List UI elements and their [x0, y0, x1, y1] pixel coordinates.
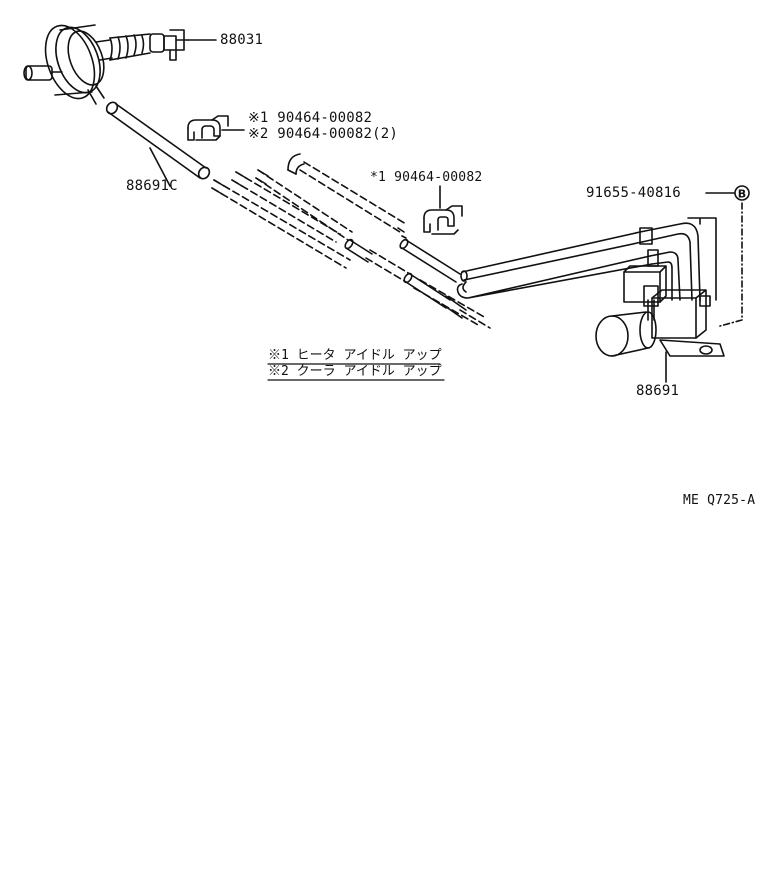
leader-88691c: [149, 147, 171, 187]
legend-line-1: ※1 ヒータ アイドル アップ: [268, 348, 442, 363]
label-clip3-ref: *1 90464-00082: [370, 170, 483, 185]
vacuum-switching-valve: [595, 265, 725, 357]
bolt-phantom-line: [719, 202, 743, 327]
label-88031: 88031: [220, 32, 264, 48]
circled-b-icon: B: [734, 185, 750, 201]
label-clip2-ref: ※2 90464-00082(2): [248, 126, 398, 142]
tube-segments: [211, 169, 467, 319]
hose-clip-middle: [423, 205, 463, 235]
hose-clip-upper: [187, 115, 229, 141]
vacuum-actuator: [23, 24, 189, 105]
vacuum-pipes: [456, 217, 717, 307]
svg-text:B: B: [738, 188, 746, 201]
label-88691c: 88691C: [126, 178, 178, 194]
figure-code: ME Q725-A: [683, 493, 756, 508]
label-91655: 91655-40816: [586, 185, 681, 201]
label-88691: 88691: [636, 383, 680, 399]
hose-88691c: [105, 101, 211, 180]
small-elbow-hose: [287, 153, 305, 175]
legend-line-2: ※2 クーラ アイドル アップ: [268, 364, 442, 379]
label-clip1-ref: ※1 90464-00082: [248, 110, 373, 126]
